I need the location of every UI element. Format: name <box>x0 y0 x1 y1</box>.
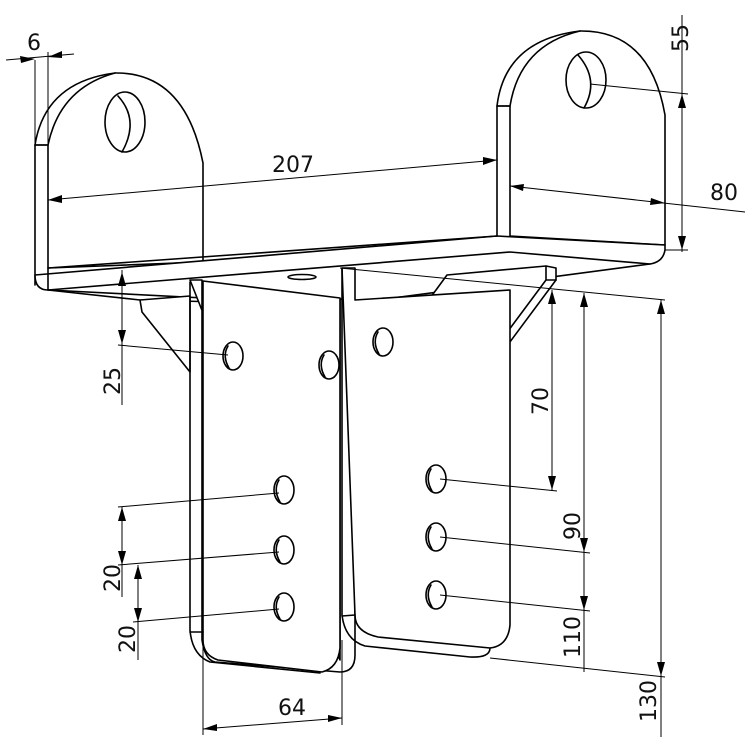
dim-plate-thickness: 6 <box>5 31 75 145</box>
dim-overall-width: 207 <box>47 153 498 203</box>
dim-label-110: 110 <box>561 616 586 658</box>
dim-label-25: 25 <box>101 367 126 395</box>
dim-label-20b: 20 <box>116 625 141 653</box>
left-leg <box>189 279 356 674</box>
dim-label-80: 80 <box>710 181 738 206</box>
right-leg <box>341 267 511 658</box>
dim-top-to-hole: 25 <box>101 270 229 405</box>
dim-label-55: 55 <box>669 24 694 52</box>
dim-label-6: 6 <box>27 31 41 56</box>
dim-label-70: 70 <box>529 387 554 415</box>
dim-ear-height: 55 <box>589 15 694 252</box>
dim-label-130: 130 <box>637 680 662 722</box>
left-ear <box>34 72 204 286</box>
dim-ear-depth: 80 <box>509 181 746 213</box>
dim-leg-width: 64 <box>202 640 343 735</box>
dim-right-verticals: 70 90 110 130 <box>339 267 666 737</box>
dim-label-20a: 20 <box>101 564 126 592</box>
dim-hole-spacing: 20 20 <box>101 492 280 660</box>
dim-label-64: 64 <box>278 696 306 721</box>
right-ear <box>496 30 666 253</box>
dim-label-90: 90 <box>561 512 586 540</box>
left-gusset <box>139 295 191 373</box>
dim-label-207: 207 <box>272 153 314 178</box>
